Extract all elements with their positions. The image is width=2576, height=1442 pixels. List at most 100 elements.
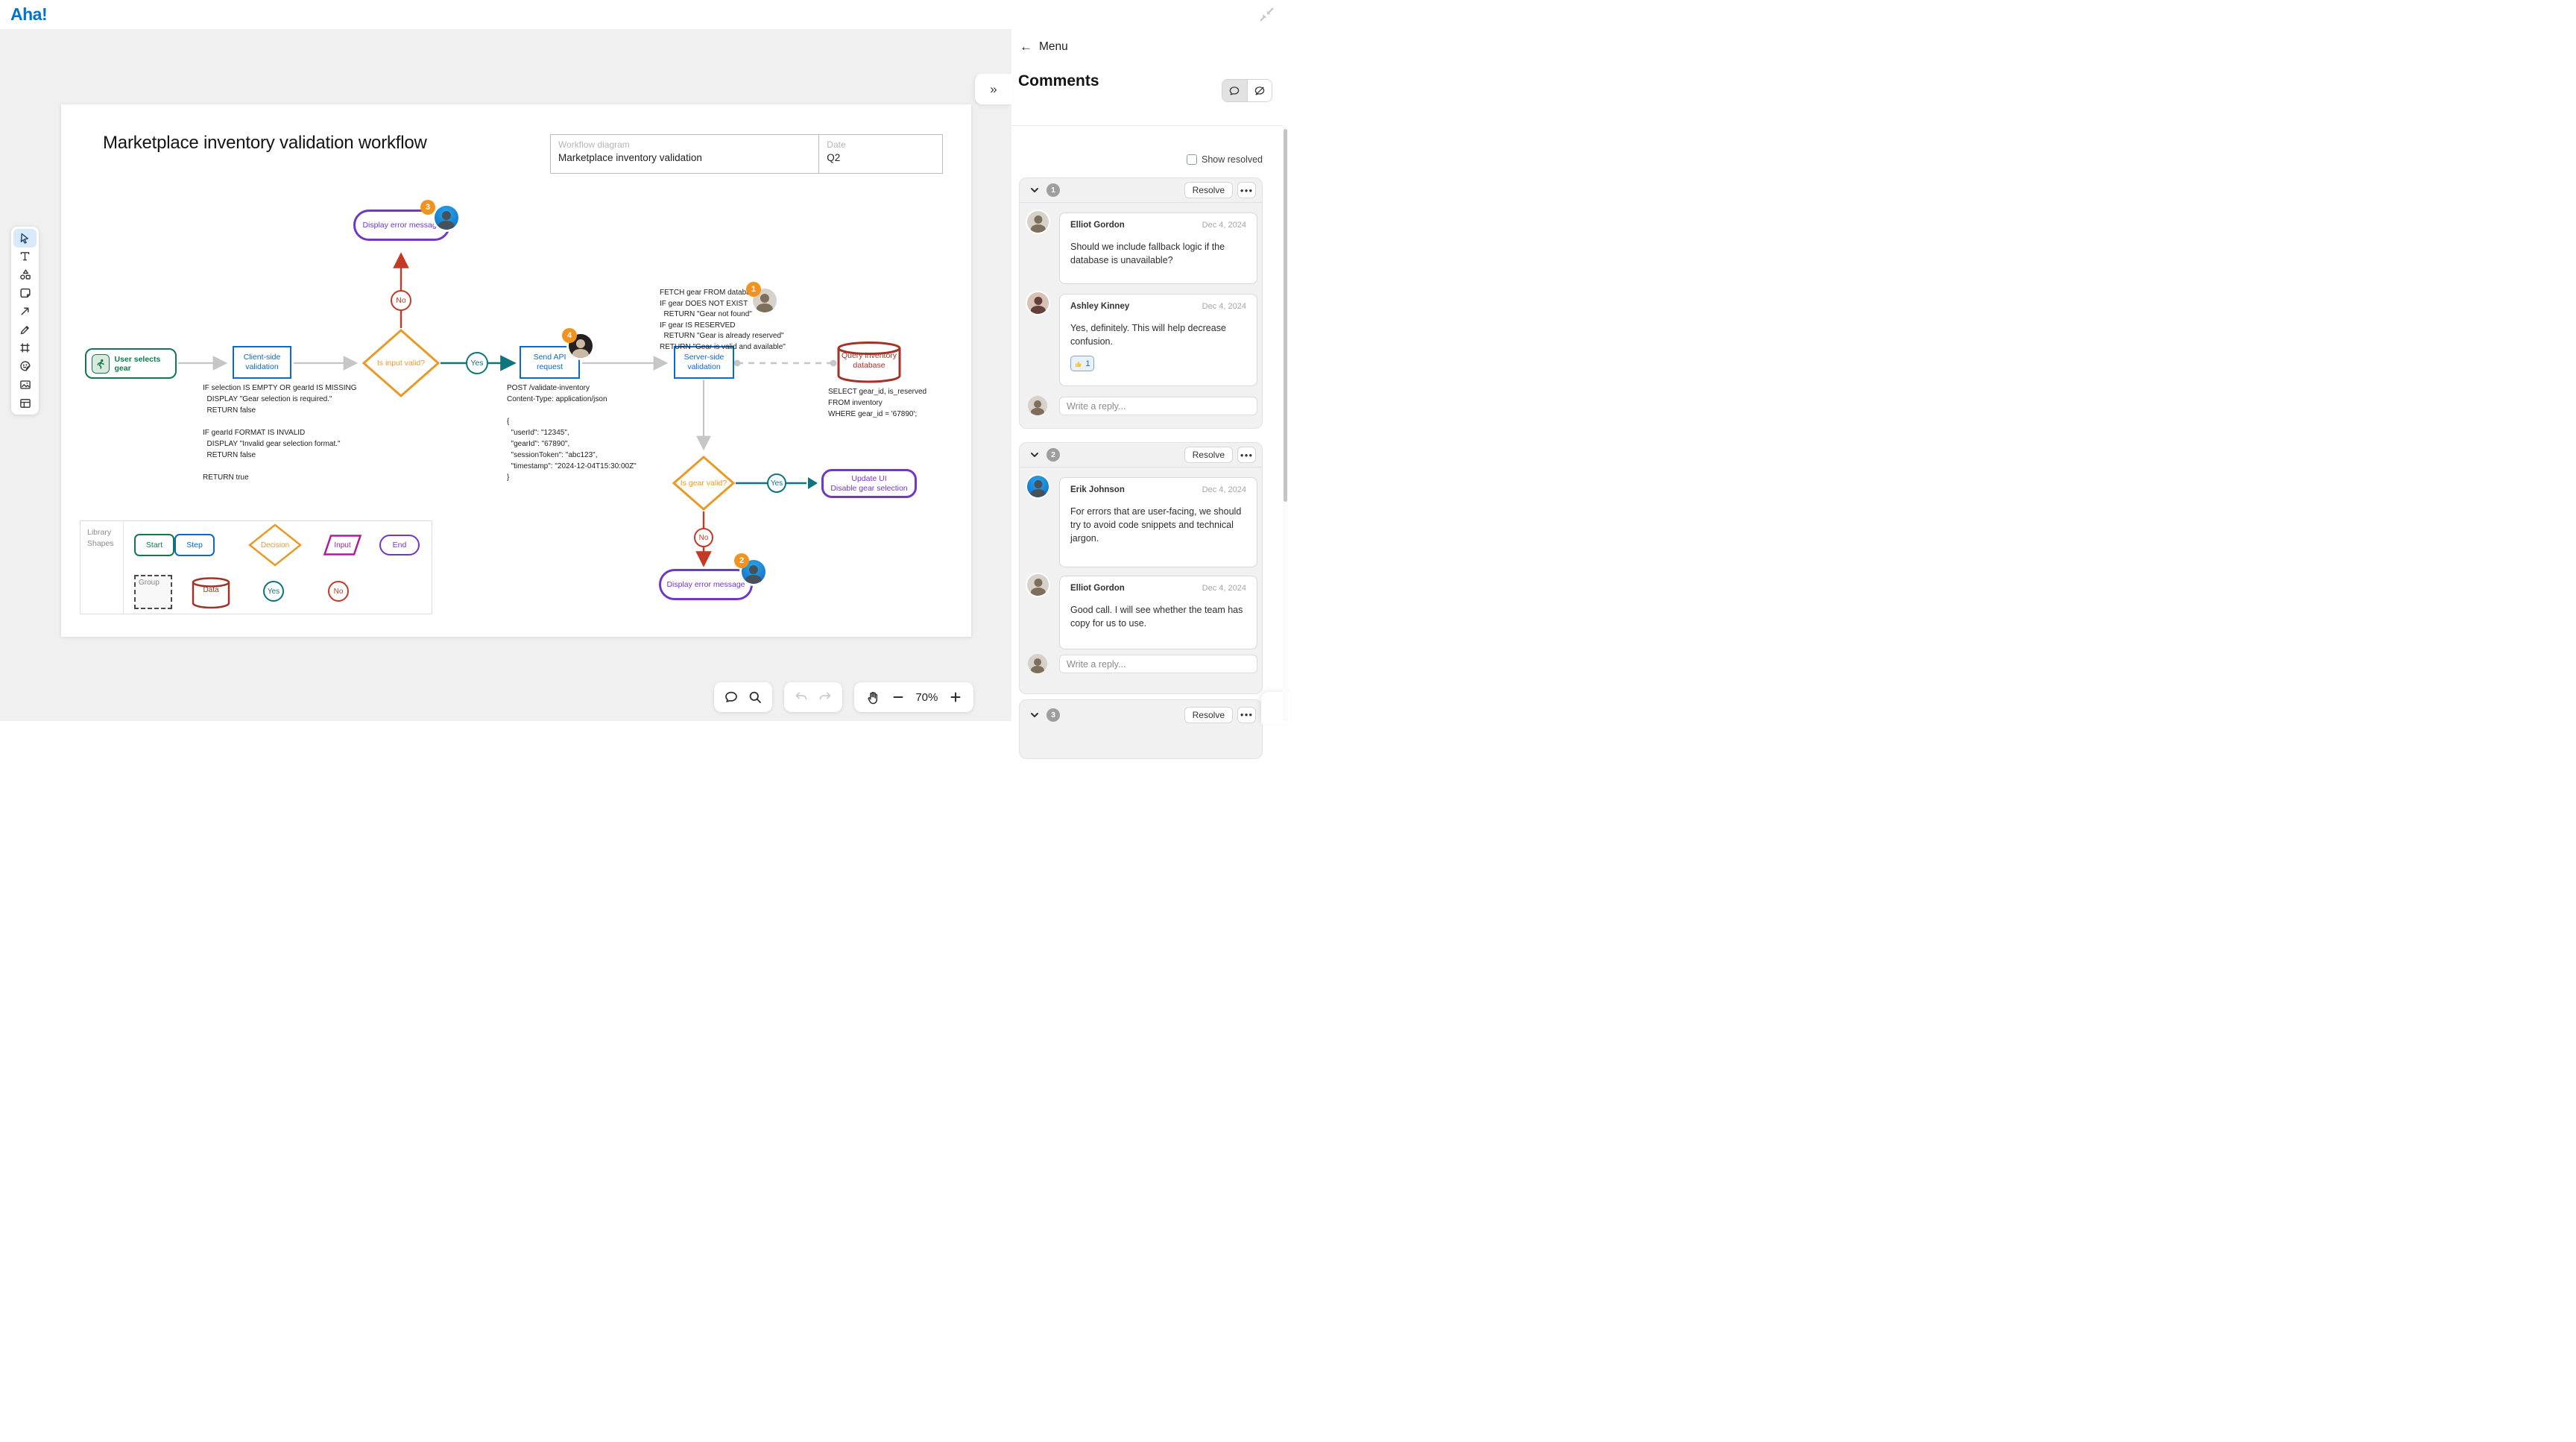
connector-tool-button[interactable]	[13, 302, 37, 321]
search-icon[interactable]	[748, 690, 763, 705]
reply-input[interactable]	[1059, 397, 1257, 415]
library-shape-start[interactable]: Start	[134, 534, 174, 556]
pen-tool-button[interactable]	[13, 321, 37, 339]
comment-bubble[interactable]: Ashley Kinney Dec 4, 2024 Yes, definitel…	[1059, 294, 1257, 386]
comment-badge-4[interactable]: 4	[562, 328, 577, 343]
thread-header: 1 Resolve ●●●	[1020, 178, 1262, 203]
node-client-side-validation[interactable]: Client-side validation	[233, 346, 291, 379]
more-options-button[interactable]: ●●●	[1237, 182, 1256, 198]
show-resolved-label: Show resolved	[1202, 154, 1263, 165]
api-request-text[interactable]: POST /validate-inventory Content-Type: a…	[507, 382, 637, 483]
comment-date: Dec 4, 2024	[1202, 302, 1246, 311]
thread-header: 3 Resolve ●●●	[1020, 700, 1262, 725]
chevron-down-icon[interactable]	[1029, 185, 1040, 195]
library-shape-decision[interactable]: Decision	[248, 523, 302, 567]
connector-label-yes-2[interactable]: Yes	[767, 473, 786, 493]
node-is-input-valid[interactable]: Is input valid?	[362, 329, 440, 397]
select-tool-button[interactable]	[13, 229, 37, 248]
menu-label: Menu	[1039, 40, 1068, 54]
comment-icon[interactable]	[724, 690, 739, 705]
zoom-out-icon[interactable]	[892, 691, 904, 703]
sticky-note-tool-button[interactable]	[13, 284, 37, 303]
chevron-down-icon[interactable]	[1029, 710, 1040, 720]
aha-logo[interactable]: Aha!	[10, 4, 47, 25]
library-connector-no[interactable]: No	[328, 581, 349, 602]
back-to-menu-button[interactable]: ← Menu	[1020, 40, 1068, 54]
shapes-tool-button[interactable]	[13, 265, 37, 284]
zoom-level[interactable]: 70%	[915, 691, 938, 704]
avatar-ashley-kinney	[1027, 292, 1049, 314]
resolve-button[interactable]: Resolve	[1184, 182, 1233, 198]
pen-icon	[19, 324, 31, 336]
chevron-down-icon[interactable]	[1029, 450, 1040, 460]
shapes-icon	[19, 268, 32, 281]
resolve-button[interactable]: Resolve	[1184, 447, 1233, 463]
frame-tool-button[interactable]	[13, 339, 37, 358]
resolve-button[interactable]: Resolve	[1184, 707, 1233, 723]
library-shape-group[interactable]: Group	[134, 575, 172, 609]
cursor-icon	[19, 232, 31, 245]
node-user-selects-gear[interactable]: User selects gear	[85, 348, 177, 379]
current-user-avatar	[1028, 396, 1047, 415]
hide-comments-toggle[interactable]	[1247, 80, 1272, 101]
collapse-panel-tab[interactable]: »	[975, 74, 1012, 104]
redo-icon[interactable]	[818, 690, 833, 705]
node-display-error-message-bottom[interactable]: Display error message	[659, 569, 753, 600]
more-options-button[interactable]: ●●●	[1237, 447, 1256, 463]
panel-scrollbar-thumb[interactable]	[1284, 129, 1287, 502]
collapse-window-icon[interactable]	[1257, 4, 1276, 24]
comment-badge-1[interactable]: 1	[746, 282, 761, 297]
current-user-avatar	[1028, 654, 1047, 673]
table-tool-button[interactable]	[13, 394, 37, 412]
library-shape-end[interactable]: End	[379, 535, 420, 555]
node-label: Query inventory database	[836, 351, 902, 371]
image-tool-button[interactable]	[13, 376, 37, 394]
comment-badge-2[interactable]: 2	[734, 553, 749, 568]
comment-badge-3[interactable]: 3	[420, 200, 435, 215]
comment-bubble[interactable]: Elliot Gordon Dec 4, 2024 Good call. I w…	[1059, 576, 1257, 649]
node-query-inventory-database[interactable]: Query inventory database	[836, 341, 902, 383]
show-resolved-control: Show resolved	[1187, 154, 1263, 165]
thumbs-up-icon	[1074, 359, 1083, 368]
connector-label-yes-1[interactable]: Yes	[466, 352, 488, 374]
thumbs-up-reaction[interactable]: 1	[1070, 356, 1094, 371]
comment-text: Good call. I will see whether the team h…	[1070, 603, 1246, 630]
node-update-ui[interactable]: Update UI Disable gear selection	[821, 469, 917, 498]
more-options-button[interactable]: ●●●	[1237, 707, 1256, 723]
library-shape-input[interactable]: Input	[323, 535, 362, 555]
undo-icon[interactable]	[794, 690, 809, 705]
thread-number-badge: 1	[1046, 183, 1060, 197]
show-resolved-checkbox[interactable]	[1187, 154, 1197, 165]
show-comments-toggle[interactable]	[1222, 80, 1247, 101]
dock-comment-search	[714, 682, 772, 712]
node-label: User selects gear	[114, 355, 175, 373]
node-is-gear-valid[interactable]: Is gear valid?	[672, 456, 735, 511]
comments-title: Comments	[1018, 72, 1099, 90]
zoom-in-icon[interactable]	[950, 691, 962, 703]
pan-hand-icon[interactable]	[866, 690, 880, 705]
library-shape-data[interactable]: Data	[192, 577, 230, 609]
avatar-elliot-gordon	[1027, 211, 1049, 233]
connector-label-no-1[interactable]: No	[391, 290, 411, 311]
db-query-text[interactable]: SELECT gear_id, is_reserved FROM invento…	[828, 386, 926, 420]
sticker-tool-button[interactable]	[13, 357, 37, 376]
library-shape-step[interactable]: Step	[174, 534, 215, 556]
whiteboard-sheet[interactable]: Marketplace inventory validation workflo…	[61, 104, 971, 637]
comment-bubble[interactable]: Elliot Gordon Dec 4, 2024 Should we incl…	[1059, 212, 1257, 284]
comment-anchor-avatar-3[interactable]	[435, 206, 458, 230]
reply-input[interactable]	[1059, 655, 1257, 673]
comment-bubble[interactable]: Erik Johnson Dec 4, 2024 For errors that…	[1059, 477, 1257, 567]
library-connector-yes[interactable]: Yes	[263, 581, 284, 602]
runner-icon	[92, 354, 110, 374]
thread-header: 2 Resolve ●●●	[1020, 443, 1262, 467]
comment-thread-3: 3 Resolve ●●●	[1019, 699, 1263, 759]
image-icon	[19, 378, 32, 391]
sticker-icon	[19, 359, 32, 373]
text-tool-button[interactable]	[13, 248, 37, 266]
connector-label-no-2[interactable]: No	[694, 528, 713, 547]
comment-author: Ashley Kinney	[1070, 302, 1129, 311]
reaction-count: 1	[1085, 359, 1090, 368]
back-arrow-icon: ←	[1020, 40, 1032, 54]
left-tool-palette	[11, 227, 39, 415]
client-validation-pseudocode[interactable]: IF selection IS EMPTY OR gearId IS MISSI…	[203, 382, 357, 483]
